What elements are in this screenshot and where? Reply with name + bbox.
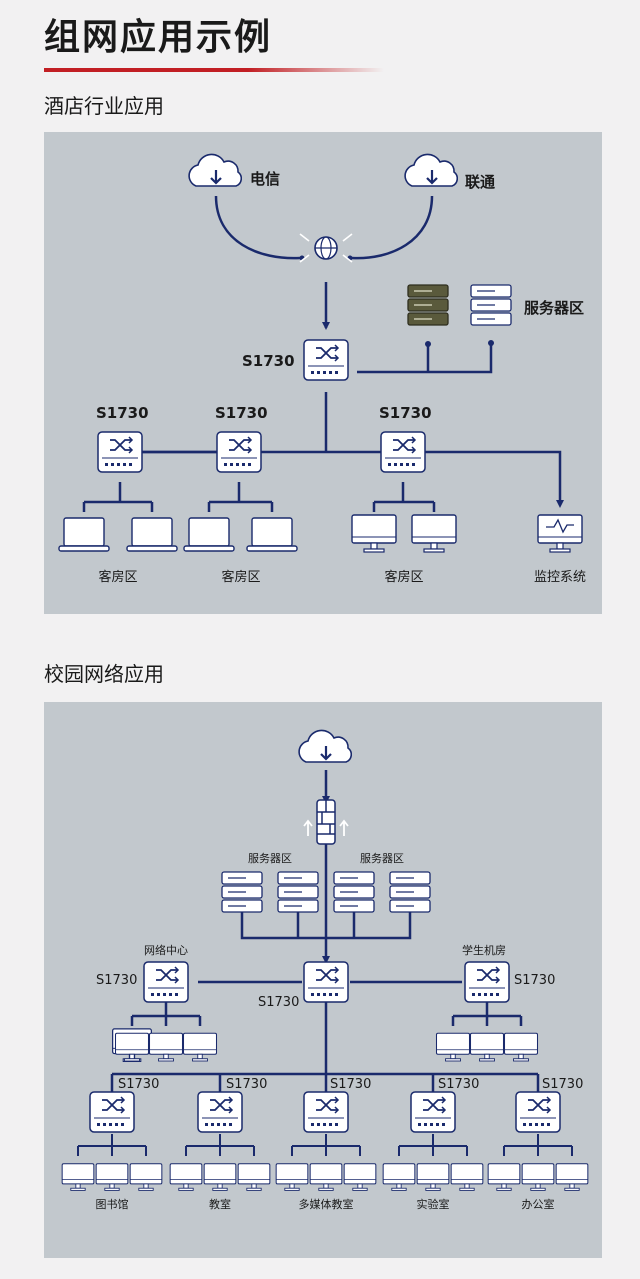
network-center-pcs xyxy=(114,1032,218,1062)
access-switch-label: S1730 xyxy=(330,1077,371,1092)
campus-section-title: 校园网络应用 xyxy=(44,662,164,686)
page-title: 组网应用示例 xyxy=(44,17,273,58)
internet-globe-icon xyxy=(299,233,353,263)
access-switch-icon xyxy=(89,1091,135,1133)
server-icon xyxy=(277,871,319,913)
zone-label: 教室 xyxy=(209,1197,231,1211)
switch-icon xyxy=(143,961,189,1003)
access-switch-icon xyxy=(515,1091,561,1133)
access-switch-icon xyxy=(197,1091,243,1133)
zone-label: 实验室 xyxy=(417,1197,450,1211)
zone-label: 多媒体教室 xyxy=(299,1197,354,1211)
isp-telecom-label: 电信 xyxy=(250,170,280,188)
isp-unicom-label: 联通 xyxy=(465,173,495,191)
switch-label: S1730 xyxy=(514,973,555,988)
access-switch-label: S1730 xyxy=(118,1077,159,1092)
zone-label: 客房区 xyxy=(384,569,423,585)
hotel-section-title: 酒店行业应用 xyxy=(44,94,164,118)
access-switch-label: S1730 xyxy=(542,1077,583,1092)
hotel-links xyxy=(82,195,562,512)
laptop-icon xyxy=(183,517,235,552)
desktop-icon xyxy=(411,514,457,553)
campus-diagram: 服务器区 服务器区 网络中心 学生机房 S1730 S1730 S1730 S1… xyxy=(61,729,589,1211)
server-icon xyxy=(470,284,512,326)
switch-label: S1730 xyxy=(96,973,137,988)
core-switch-label: S1730 xyxy=(242,352,295,370)
monitoring-icon xyxy=(537,514,583,553)
switch-icon xyxy=(464,961,510,1003)
network-center-label: 网络中心 xyxy=(144,943,188,957)
core-switch-icon xyxy=(303,339,349,381)
server-zone-label: 服务器区 xyxy=(524,299,584,317)
title-underline xyxy=(44,68,384,72)
access-switch-icon xyxy=(303,1091,349,1133)
cloud-icon xyxy=(298,729,353,764)
zone-label: 办公室 xyxy=(522,1197,555,1211)
server-zone-label: 服务器区 xyxy=(248,852,292,865)
server-icon xyxy=(389,871,431,913)
access-switch-icon xyxy=(380,431,426,473)
laptop-icon xyxy=(126,517,178,552)
campus-links xyxy=(110,770,540,1092)
student-room-pcs xyxy=(435,1032,539,1062)
desktop-icon xyxy=(351,514,397,553)
laptop-icon xyxy=(58,517,110,552)
access-switch-label: S1730 xyxy=(215,404,268,422)
access-switch-icon xyxy=(216,431,262,473)
access-switch-label: S1730 xyxy=(379,404,432,422)
endpoint-pcs xyxy=(61,1163,589,1191)
zone-label: 客房区 xyxy=(98,569,137,585)
firewall-icon xyxy=(303,799,349,845)
zone-label: 客房区 xyxy=(221,569,260,585)
core-switch-label: S1730 xyxy=(258,995,299,1010)
access-switch-label: S1730 xyxy=(96,404,149,422)
server-icon xyxy=(407,284,449,326)
cloud-icon xyxy=(404,153,459,188)
campus-diagram-panel: 服务器区 服务器区 网络中心 学生机房 S1730 S1730 S1730 S1… xyxy=(44,702,602,1258)
server-icon xyxy=(333,871,375,913)
server-zone-label: 服务器区 xyxy=(360,852,404,865)
hotel-diagram-panel: 电信 联通 服务器区 S1730 S1730 S1730 S1730 客房区 客… xyxy=(44,132,602,614)
laptop-icon xyxy=(246,517,298,552)
cloud-icon xyxy=(188,153,243,188)
core-switch-icon xyxy=(303,961,349,1003)
access-switch-label: S1730 xyxy=(438,1077,479,1092)
access-switch-icon xyxy=(97,431,143,473)
hotel-diagram: 电信 联通 服务器区 S1730 S1730 S1730 S1730 客房区 客… xyxy=(58,153,586,585)
server-icon xyxy=(221,871,263,913)
access-switch-label: S1730 xyxy=(226,1077,267,1092)
access-switch-icon xyxy=(410,1091,456,1133)
zone-label: 图书馆 xyxy=(96,1197,129,1211)
student-room-label: 学生机房 xyxy=(462,943,506,957)
zone-label: 监控系统 xyxy=(534,570,586,585)
